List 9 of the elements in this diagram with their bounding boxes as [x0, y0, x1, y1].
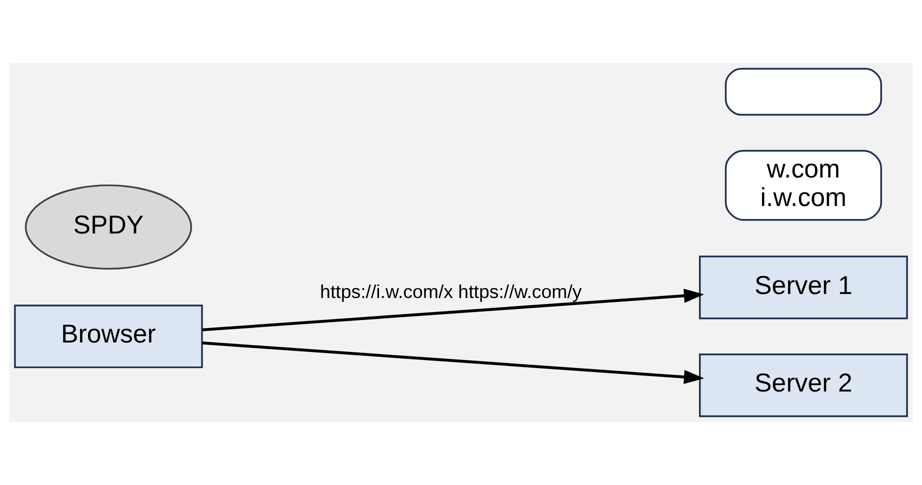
arrow	[202, 342, 704, 384]
node-box: Server 2	[699, 354, 908, 418]
node-box: Server 1	[699, 256, 908, 320]
arrow	[202, 288, 704, 332]
node-box: Browser	[14, 304, 203, 368]
edge-label: https://i.w.com/x https://w.com/y	[320, 281, 582, 302]
node-box	[724, 68, 882, 116]
node-box: w.com i.w.com	[724, 150, 882, 221]
node-ellipse: SPDY	[24, 184, 192, 270]
